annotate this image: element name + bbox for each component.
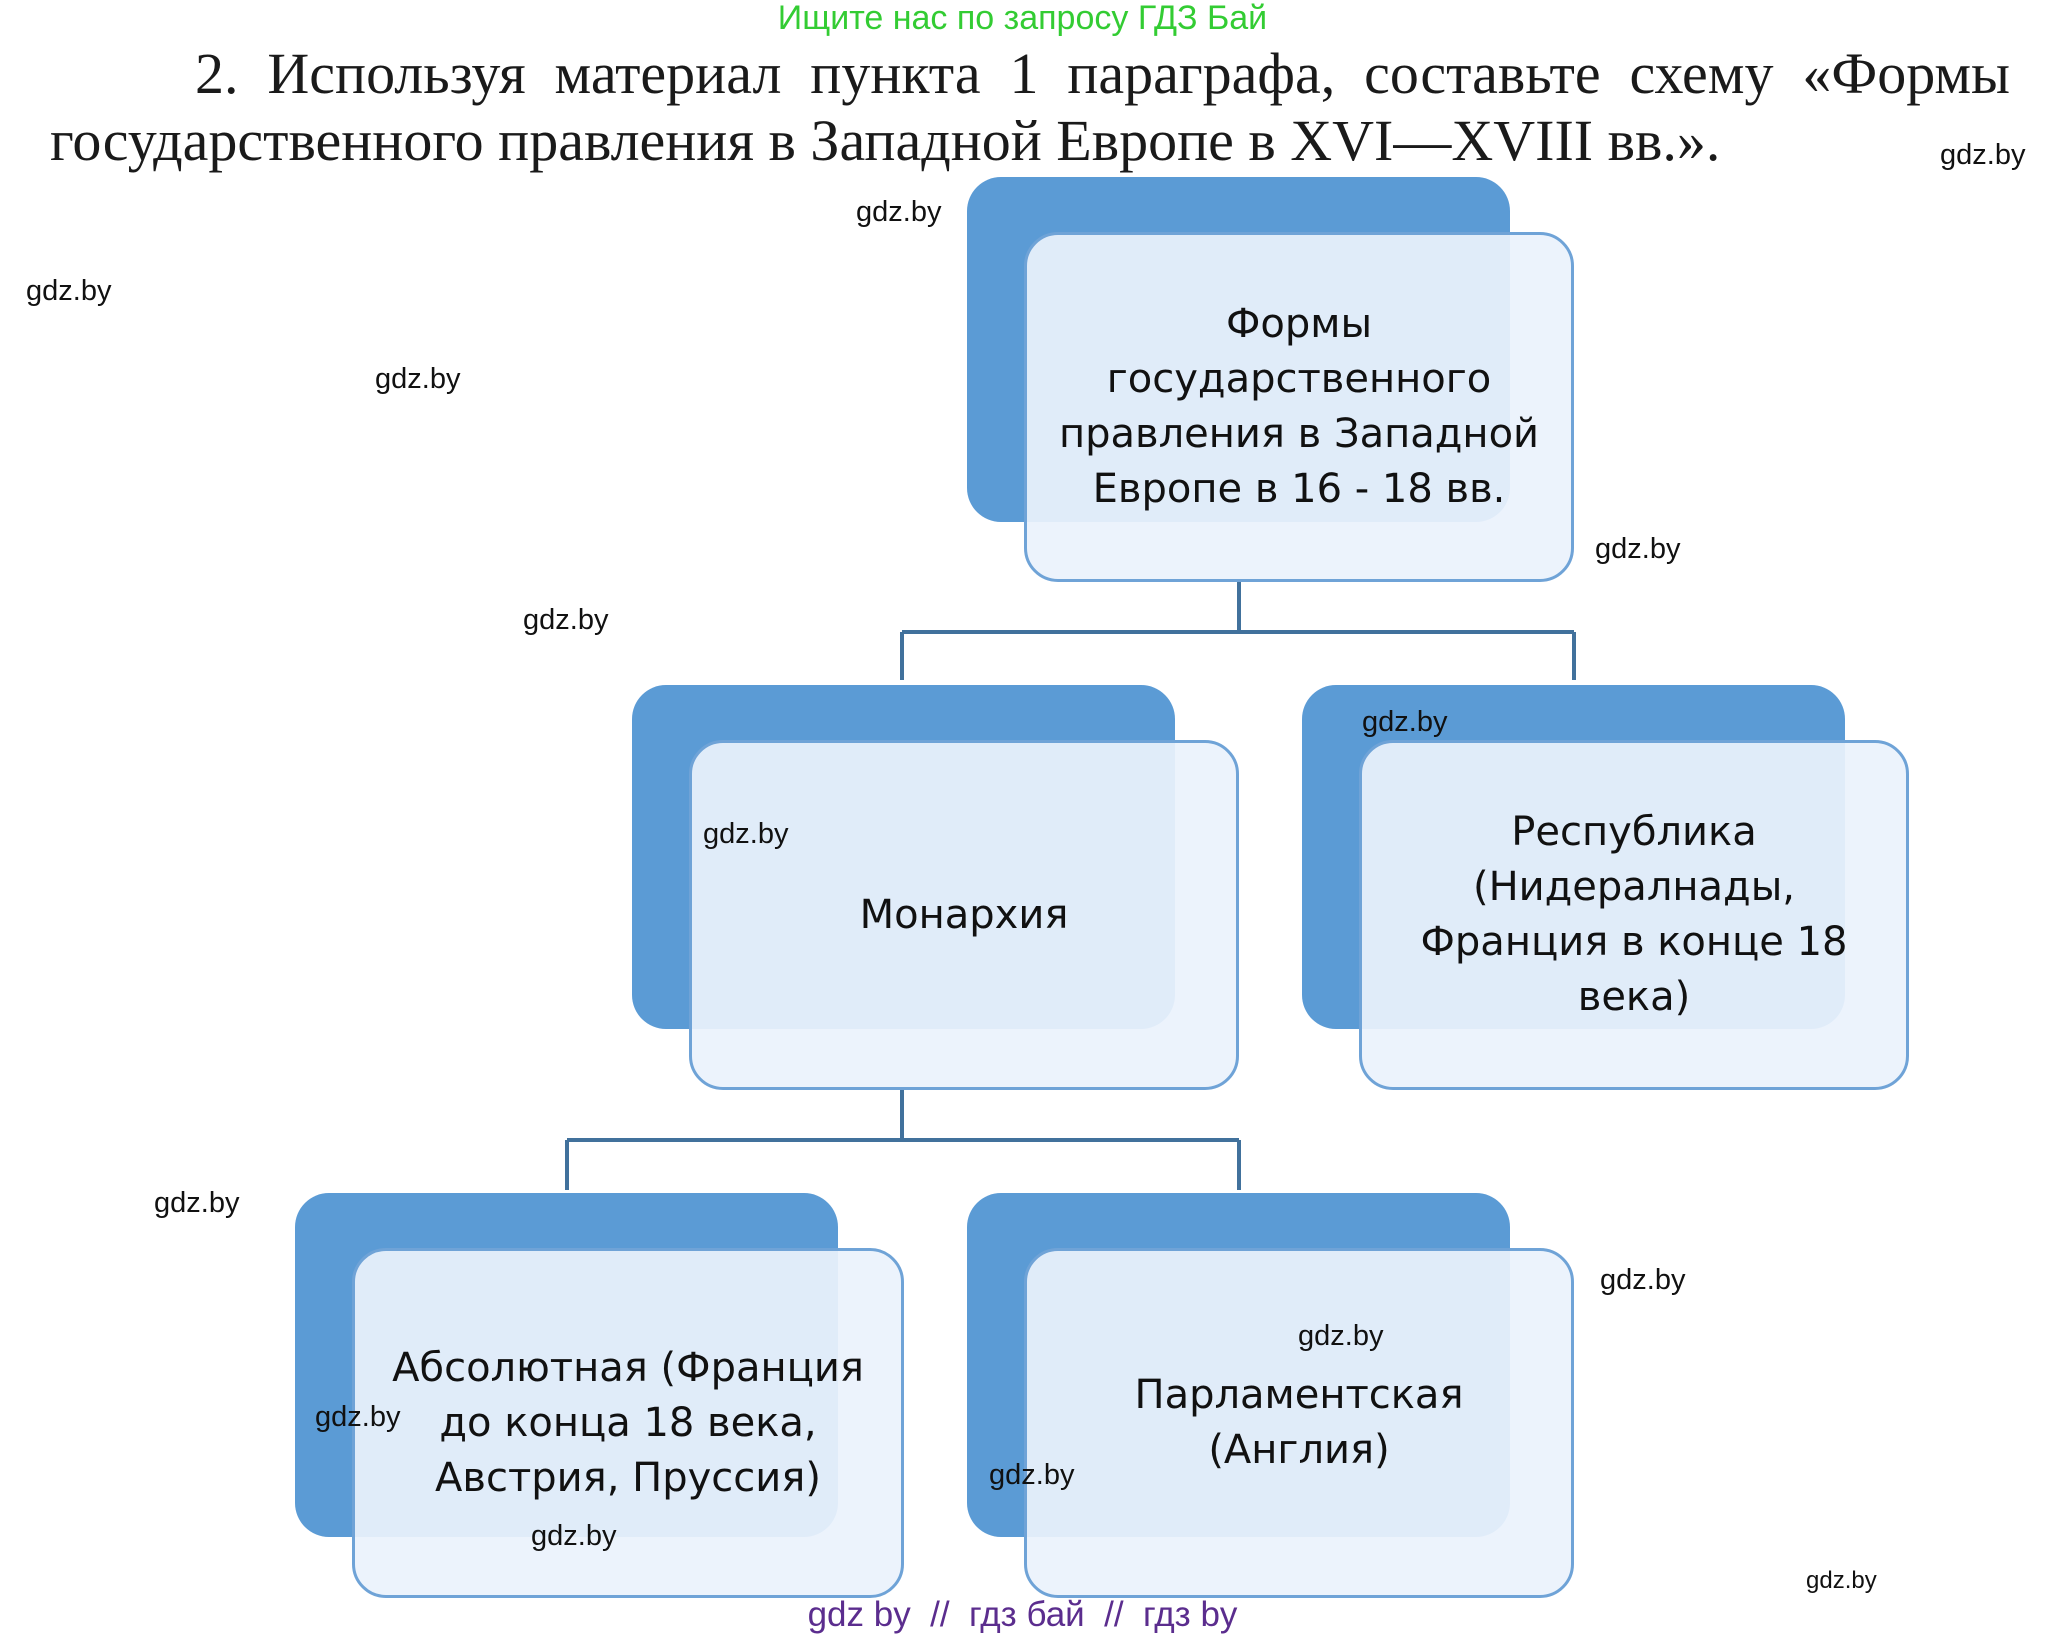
watermark: gdz.by (523, 604, 609, 636)
parliamentary-node: Парламентская (Англия) (1024, 1248, 1574, 1598)
watermark: gdz.by (154, 1187, 240, 1219)
root-node: Формы государственного правления в Запад… (1024, 232, 1574, 582)
watermark: gdz.by (1806, 1567, 1877, 1594)
task-heading: 2. Используя материал пункта 1 параграфа… (50, 40, 2010, 174)
watermark: gdz.by (375, 363, 461, 395)
watermark: gdz.by (1600, 1264, 1686, 1296)
watermark: gdz.by (1362, 706, 1448, 738)
watermark: gdz.by (856, 196, 942, 228)
footer-links: gdz by // гдз бай // гдз by (807, 1595, 1238, 1634)
absolute-node-label: Абсолютная (Франция до конца 18 века, Ав… (392, 1344, 864, 1501)
parliamentary-node-label: Парламентская (Англия) (1134, 1372, 1464, 1473)
watermark: gdz.by (26, 275, 112, 307)
watermark: gdz.by (315, 1401, 401, 1433)
task-heading-line-2: государственного правления в Западной Ев… (50, 108, 1721, 173)
watermark: gdz.by (531, 1520, 617, 1552)
task-heading-line-1: 2. Используя материал пункта 1 параграфа… (195, 41, 2010, 106)
promo-banner: Ищите нас по запросу ГДЗ Бай (777, 0, 1268, 37)
root-node-label: Формы государственного правления в Запад… (1058, 301, 1540, 512)
watermark: gdz.by (1940, 139, 2026, 171)
republic-node-label: Республика (Нидералнады, Франция в конце… (1420, 809, 1848, 1020)
monarchy-node: Монархия (689, 740, 1239, 1090)
watermark: gdz.by (989, 1459, 1075, 1491)
watermark: gdz.by (1298, 1320, 1384, 1352)
monarchy-node-label: Монархия (859, 891, 1069, 938)
watermark: gdz.by (1595, 533, 1681, 565)
watermark: gdz.by (703, 818, 789, 850)
republic-node: Республика (Нидералнады, Франция в конце… (1359, 740, 1909, 1090)
absolute-node: Абсолютная (Франция до конца 18 века, Ав… (352, 1248, 904, 1598)
